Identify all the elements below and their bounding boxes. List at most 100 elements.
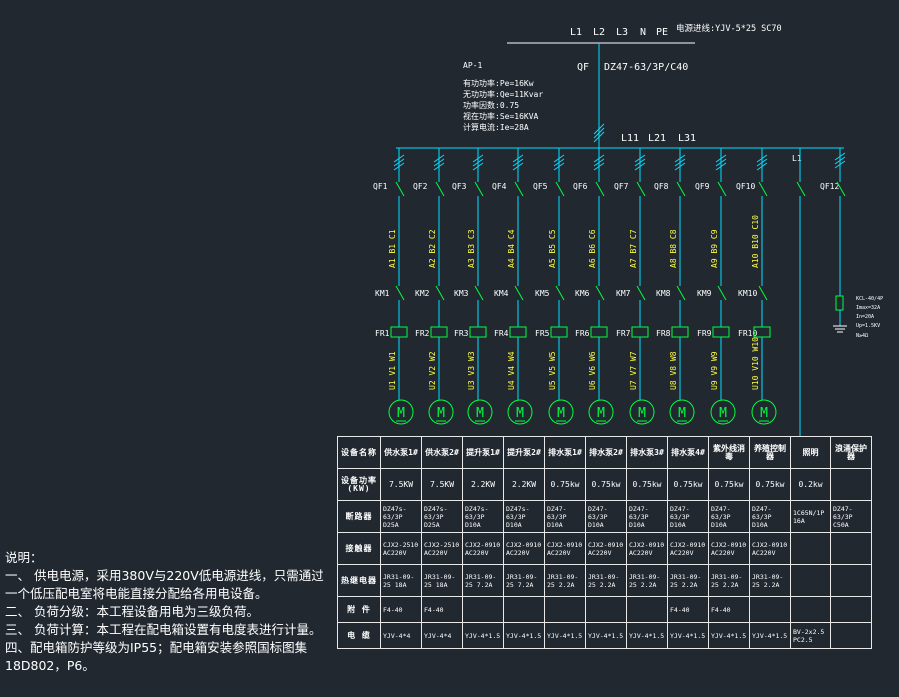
contactor-id: KM1 [375,289,390,298]
relay-id: FR2 [415,329,430,338]
thermal-relay [712,326,730,338]
breaker-switch [595,181,605,197]
output-label: U6 V6 W6 [588,351,597,390]
motor-symbol [588,399,614,425]
contactor-id: KM7 [616,289,631,298]
box-id: AP-1 [463,61,482,70]
phase-tick [634,158,646,167]
bus-label: L11 [621,133,639,144]
phase-tick [393,154,405,163]
motor-letter: M [516,406,524,421]
phase-label: L1 [570,27,582,38]
breaker-id: QF3 [452,182,467,191]
spec-cell: DZ47s-63/3P D10A [503,500,545,533]
spec-cell: CJX2-0910 AC220V [503,532,545,565]
phase-tick [593,154,605,163]
spec-cell: YJV-4*1.5 [626,622,668,649]
load-param: 有功功率:Pe=16Kw [463,78,534,88]
contactor-switch [717,285,727,301]
spec-cell: 2.2KW [462,468,504,501]
spec-cell: DZ47-63/3P D10A [585,500,627,533]
thermal-relay [509,326,527,338]
spd-device-text: Imax=32A [856,305,880,311]
motor-symbol [467,399,493,425]
spec-cell: JR31-09-25 2.2A [544,564,586,597]
phase-tick [756,162,768,171]
bus-phase-label: A8 B8 C8 [669,229,678,268]
spec-cell: JR31-09-25 7.2A [462,564,504,597]
load-param: 计算电流:Ie=28A [463,122,529,132]
note-item: 一、 供电电源，采用380V与220V低电源进线，只需通过一个低压配电室将电能直… [5,568,324,601]
contactor-switch [395,285,405,301]
motor-letter: M [476,406,484,421]
thermal-relay [469,326,487,338]
spec-cell: CJX2-0910 AC220V [749,532,791,565]
lighting-phase-label: L1 [792,154,802,163]
motor-symbol [428,399,454,425]
motor-symbol [507,399,533,425]
phase-tick [512,162,524,171]
spec-cell: DZ47-63/3P D10A [626,500,668,533]
contactor-switch [595,285,605,301]
spec-cell: 2.2KW [503,468,545,501]
spec-cell: 排水泵1# [544,436,586,469]
row-header: 设备功率(KW) [337,468,381,501]
contactor-id: KM10 [738,289,757,298]
spec-cell [830,468,872,501]
breaker-switch [758,181,768,197]
motor-letter: M [760,406,768,421]
spec-cell: 浪涌保护器 [830,436,872,469]
contactor-id: KM8 [656,289,671,298]
motor-letter: M [638,406,646,421]
phase-tick [393,158,405,167]
spd-switch [836,181,846,197]
spec-cell [503,596,545,623]
row-header: 电 缆 [337,622,381,649]
motor-letter: M [597,406,605,421]
spec-cell [830,596,872,623]
relay-id: FR10 [738,329,757,338]
output-label: U1 V1 W1 [388,351,397,390]
output-label: U10 V10 W10 [751,337,760,390]
spec-cell: F4-40 [421,596,463,623]
phase-tick [674,154,686,163]
contactor-id: KM9 [697,289,712,298]
spec-cell: CJX2-0910 AC220V [667,532,709,565]
bus-phase-label: A3 B3 C3 [467,229,476,268]
motor-symbol [751,399,777,425]
breaker-id: QF1 [373,182,388,191]
spec-cell: YJV-4*1.5 [544,622,586,649]
spec-cell: CJX2-0910 AC220V [544,532,586,565]
output-label: U5 V5 W5 [548,351,557,390]
breaker-id: QF9 [695,182,710,191]
spec-cell: 0.75kw [708,468,750,501]
output-label: U4 V4 W4 [507,351,516,390]
contactor-id: KM6 [575,289,590,298]
phase-tick [433,158,445,167]
contactor-id: KM5 [535,289,550,298]
contactor-switch [474,285,484,301]
spec-cell: 0.75kw [585,468,627,501]
spd-circuit: QF12 KCL-40/4P Imax=32A In=20A Up=1.5KV … [820,148,883,339]
row-header: 热继电器 [337,564,381,597]
breaker-switch [435,181,445,197]
spec-cell: DZ47s-63/3P D25A [380,500,422,533]
ground-label: N≥4Ω [856,333,868,339]
spec-cell: 0.2kw [790,468,831,501]
breaker-switch [555,181,565,197]
bus-phase-label: A6 B6 C6 [588,229,597,268]
spec-cell: JR31-09-25 2.2A [749,564,791,597]
load-param: 无功功率:Qe=11Kvar [463,89,543,99]
relay-id: FR7 [616,329,631,338]
three-phase-mark [593,123,605,143]
spec-cell: 供水泵2# [421,436,463,469]
spec-cell: F4-40 [708,596,750,623]
note-item: 四、配电箱防护等级为IP55；配电箱安装参照国标图集18D802，P6。 [5,640,308,673]
spd-breaker-id: QF12 [820,182,839,191]
bus-phase-label: A1 B1 C1 [388,229,397,268]
